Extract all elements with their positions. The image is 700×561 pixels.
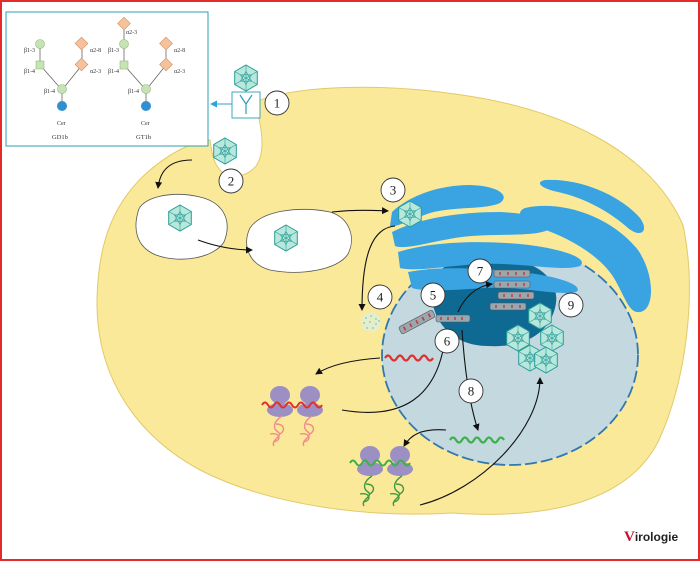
- arrow-late-mrna-export: [403, 429, 447, 447]
- step-marker-5: 5: [420, 282, 446, 308]
- step-number: 1: [274, 96, 281, 111]
- step-number: 8: [468, 384, 475, 399]
- ceramide-icon: [57, 101, 67, 111]
- arrow-to-late-endosome: [197, 239, 253, 254]
- step-number: 7: [477, 264, 484, 279]
- ceramide-icon: [141, 101, 151, 111]
- gd1b-lipid-label: Cer: [57, 121, 66, 127]
- brand-rest: irologie: [635, 530, 679, 544]
- step-marker-1: 1: [264, 90, 290, 116]
- step-number: 4: [377, 290, 384, 305]
- gt1b-lipid-label: Cer: [141, 121, 150, 127]
- arrow-to-replication: [457, 281, 493, 313]
- gd1b-linkage-label: β1-4: [44, 89, 55, 95]
- viral-dna-entry-icon: [398, 309, 436, 335]
- gd1b-linkage-label: β1-4: [24, 69, 35, 75]
- gt1b-linkage-label: β1-4: [128, 89, 139, 95]
- step-marker-7: 7: [467, 258, 493, 284]
- arrow-er-to-uncoating: [358, 225, 396, 311]
- early-protein-icon: [269, 415, 285, 447]
- step-number: 5: [430, 288, 437, 303]
- arrow-early-proteins-import: [341, 329, 449, 413]
- arrow-late-proteins-import: [419, 377, 544, 506]
- late-mrna-nuclear: [449, 436, 505, 444]
- arrow-to-er: [331, 207, 389, 215]
- step-marker-8: 8: [458, 378, 484, 404]
- gt1b-linkage-label: α2-3: [126, 30, 137, 36]
- late-protein-icon: [359, 475, 375, 507]
- pathway-arrows: [155, 159, 544, 506]
- brand-wordmark: Virologie: [624, 529, 679, 545]
- gd1b-name-label: GD1b: [52, 134, 68, 141]
- gd1b-linkage-label: α2-8: [90, 48, 101, 54]
- gt1b-linkage-label: α2-3: [174, 69, 185, 75]
- early-protein-icon: [299, 415, 315, 447]
- brand-initial: V: [624, 529, 635, 545]
- step-number: 2: [228, 174, 235, 189]
- step-marker-3: 3: [380, 177, 406, 203]
- step-marker-6: 6: [434, 328, 460, 354]
- step-number: 3: [390, 183, 397, 198]
- early-translation-complex: [261, 386, 323, 447]
- uncoated-genome-icon: [361, 312, 381, 332]
- step-markers: 1 2 3 4 5 6 7 8: [218, 90, 584, 404]
- late-translation-complex: [349, 446, 413, 507]
- gt1b-linkage-label: β1-4: [108, 69, 119, 75]
- receptor-inset-box: [5, 11, 209, 147]
- gd1b-linkage-label: α2-3: [90, 69, 101, 75]
- arrow-endocytosis: [155, 159, 193, 189]
- step-number: 6: [444, 334, 451, 349]
- late-endosome-vesicle: [246, 209, 352, 273]
- viral-dna-in-nucleus-icon: [435, 314, 471, 323]
- replicated-dna-stack: [489, 269, 535, 311]
- gt1b-linkage-label: α2-8: [174, 48, 185, 54]
- gt1b-name-label: GT1b: [136, 134, 151, 141]
- step-marker-4: 4: [367, 284, 393, 310]
- arrow-early-mrna-export: [315, 357, 381, 375]
- receptor-gt1b-structure: α2-3 β1-3 β1-4 α2-8 α2-3 β1-4 Cer GT1b: [108, 16, 185, 141]
- endoplasmic-reticulum: [390, 179, 652, 313]
- gt1b-linkage-label: β1-3: [108, 48, 119, 54]
- gd1b-linkage-label: β1-3: [24, 48, 35, 54]
- early-mrna-nuclear: [384, 354, 434, 362]
- cell-surface-receptor: [231, 91, 261, 119]
- late-protein-icon: [389, 475, 405, 507]
- step-marker-2: 2: [218, 168, 244, 194]
- step-marker-9: 9: [558, 292, 584, 318]
- receptor-gd1b-structure: β1-3 β1-4 α2-8 α2-3 β1-4 Cer GD1b: [24, 36, 101, 141]
- step-number: 9: [568, 298, 575, 313]
- virologie-logo: Virologie: [624, 529, 679, 545]
